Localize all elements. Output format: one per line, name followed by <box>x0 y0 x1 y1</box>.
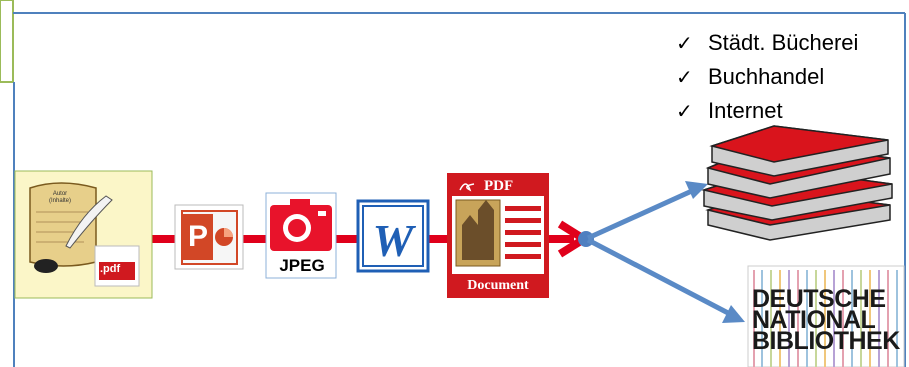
books-stack-icon <box>701 125 893 241</box>
arrow-to-dnb <box>586 237 732 317</box>
checklist-label: Buchhandel <box>708 64 825 89</box>
svg-text:W: W <box>373 215 417 266</box>
jpeg-camera-icon <box>265 192 337 279</box>
dnb-line2: NATIONAL <box>752 306 876 334</box>
checkmark-icon: ✓ <box>676 99 693 123</box>
checklist-label: Internet <box>708 98 783 123</box>
pdf-footer-label: Document <box>467 278 529 293</box>
author-icon-text: Autor (Inhalte) <box>40 191 80 205</box>
pdf-badge-label: .pdf <box>100 263 121 275</box>
author-title: Autor <box>52 191 68 197</box>
checkmark-icon: ✓ <box>676 31 693 55</box>
checklist-item: ✓ Buchhandel <box>676 60 858 94</box>
dnb-logo-text: DEUTSCHE NATIONAL BIBLIOTHEK <box>752 285 900 355</box>
checklist-item: ✓ Städt. Bücherei <box>676 26 858 60</box>
arrowhead-books <box>685 181 708 199</box>
svg-text:P: P <box>188 220 208 253</box>
checkmark-icon: ✓ <box>676 65 693 89</box>
powerpoint-icon: P <box>174 204 244 270</box>
dnb-logo <box>747 265 905 367</box>
jpeg-label: JPEG <box>279 256 325 275</box>
word-icon: W <box>356 199 430 273</box>
arrow-to-books <box>586 187 696 241</box>
checklist-item: ✓ Internet <box>676 94 858 128</box>
dnb-line1: DEUTSCHE <box>752 285 886 313</box>
author-subtitle: (Inhalte) <box>48 198 71 204</box>
arrowhead-dnb <box>722 305 745 323</box>
author-manuscript-icon <box>14 170 153 299</box>
green-corner-box <box>0 0 14 83</box>
pdf-header-label: PDF <box>484 178 514 194</box>
dnb-line3: BIBLIOTHEK <box>752 327 900 355</box>
checklist-label: Städt. Bücherei <box>708 30 859 55</box>
pdf-document-icon <box>447 173 549 298</box>
distribution-checklist: ✓ Städt. Bücherei ✓ Buchhandel ✓ Interne… <box>676 26 858 128</box>
